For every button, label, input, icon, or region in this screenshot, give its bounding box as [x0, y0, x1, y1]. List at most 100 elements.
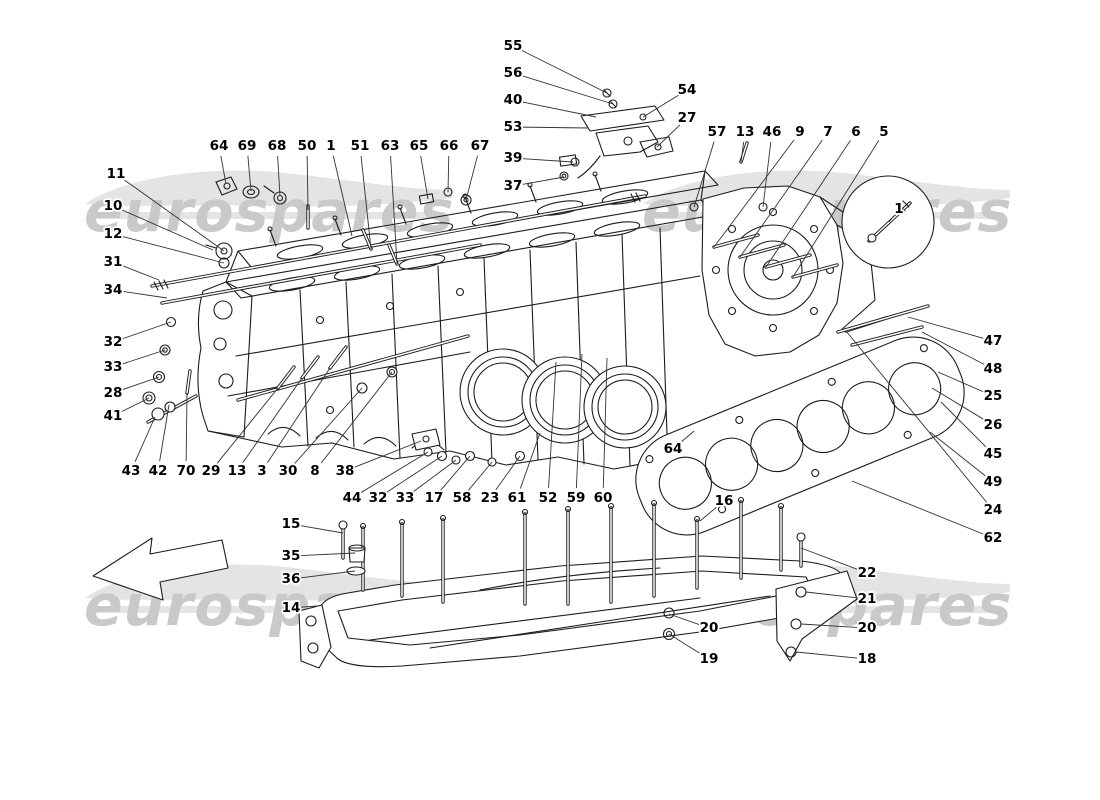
part-number-47: 47	[984, 333, 1003, 349]
leader-line-66	[447, 155, 450, 193]
part-number-32: 32	[369, 490, 388, 506]
leader-line-43	[134, 416, 156, 463]
leader-line-37	[522, 176, 565, 185]
part-number-49: 49	[984, 474, 1003, 490]
part-number-7: 7	[823, 124, 832, 140]
leader-line-47	[907, 316, 984, 339]
leader-line-63	[390, 155, 398, 265]
leader-line-13	[740, 141, 745, 163]
part-number-44: 44	[343, 490, 362, 506]
breather-cover-drawing	[558, 88, 674, 181]
leader-line-33	[412, 459, 457, 493]
part-number-36: 36	[282, 571, 301, 587]
leader-line-21	[805, 591, 858, 599]
part-number-9: 9	[795, 124, 804, 140]
leader-line-19	[668, 633, 701, 655]
part-number-28: 28	[104, 385, 123, 401]
part-number-54: 54	[678, 82, 697, 98]
leader-line-51	[360, 155, 372, 250]
part-number-62: 62	[984, 530, 1003, 546]
part-number-29: 29	[202, 463, 221, 479]
leader-line-22	[800, 547, 858, 570]
tie-rod-studs-drawing	[150, 192, 647, 402]
part-number-56: 56	[504, 65, 523, 81]
part-number-45: 45	[984, 446, 1003, 462]
leader-line-17	[440, 455, 471, 491]
part-number-33: 33	[396, 490, 415, 506]
part-number-20: 20	[858, 620, 877, 636]
leader-line-33	[122, 349, 166, 365]
leader-line-27	[656, 124, 681, 148]
part-number-11: 11	[107, 166, 126, 182]
leader-line-38	[354, 440, 422, 468]
part-number-19: 19	[700, 651, 719, 667]
leader-line-56	[522, 75, 614, 105]
part-number-35: 35	[282, 548, 301, 564]
part-number-17: 17	[425, 490, 444, 506]
part-number-39: 39	[504, 150, 523, 166]
leader-line-29	[216, 387, 279, 464]
leader-line-5	[792, 140, 880, 278]
detail-inset	[841, 175, 935, 269]
part-number-8: 8	[310, 463, 319, 479]
direction-arrow	[92, 537, 229, 601]
leader-line-7	[739, 139, 823, 258]
leader-line-34	[122, 291, 168, 299]
part-number-26: 26	[984, 417, 1003, 433]
leader-line-69	[247, 155, 252, 192]
leader-line-40	[522, 101, 597, 118]
part-number-57: 57	[708, 124, 727, 140]
part-number-43: 43	[122, 463, 141, 479]
part-number-1: 1	[326, 138, 335, 154]
part-number-58: 58	[453, 490, 472, 506]
part-number-32: 32	[104, 334, 123, 350]
part-number-60: 60	[594, 490, 613, 506]
leader-line-39	[522, 158, 574, 163]
cylinder-liners-drawing	[459, 348, 667, 449]
part-number-33: 33	[104, 359, 123, 375]
leader-line-59	[575, 353, 583, 489]
leader-line-70	[185, 392, 188, 462]
left-side-parts-drawing	[142, 242, 233, 405]
leader-line-41	[121, 397, 150, 412]
part-number-20: 20	[700, 620, 719, 636]
leader-line-48	[921, 331, 985, 365]
part-number-10: 10	[104, 198, 123, 214]
leader-line-15	[300, 525, 344, 534]
leader-line-45	[940, 401, 987, 448]
part-number-30: 30	[279, 463, 298, 479]
leader-line-3	[267, 367, 331, 463]
leader-line-58	[468, 461, 493, 491]
part-number-63: 63	[381, 138, 400, 154]
part-number-31: 31	[104, 254, 123, 270]
leader-line-23	[495, 455, 521, 491]
leader-line-25	[937, 371, 985, 393]
part-number-37: 37	[504, 178, 523, 194]
leader-line-13	[242, 377, 303, 464]
part-number-65: 65	[410, 138, 429, 154]
leader-line-9	[713, 139, 795, 248]
top-left-parts-drawing	[215, 176, 472, 206]
leader-line-52	[548, 361, 557, 489]
part-number-21: 21	[858, 591, 877, 607]
part-number-42: 42	[149, 463, 168, 479]
leader-line-61	[519, 432, 541, 489]
part-number-13: 13	[228, 463, 247, 479]
part-number-50: 50	[298, 138, 317, 154]
part-number-16: 16	[715, 493, 734, 509]
leader-line-46	[762, 141, 772, 208]
part-number-13: 13	[736, 124, 755, 140]
leader-line-24	[845, 330, 988, 503]
leader-line-36	[300, 570, 356, 579]
leader-line-64	[220, 155, 227, 185]
leader-line-50	[306, 155, 309, 211]
leader-line-64	[680, 430, 695, 443]
leader-line-8	[320, 371, 393, 464]
leader-line-11	[123, 179, 225, 252]
leader-line-68	[277, 155, 281, 197]
leader-line-32	[122, 321, 172, 340]
leader-line-42	[159, 404, 170, 462]
part-number-6: 6	[851, 124, 860, 140]
part-number-14: 14	[282, 600, 301, 616]
